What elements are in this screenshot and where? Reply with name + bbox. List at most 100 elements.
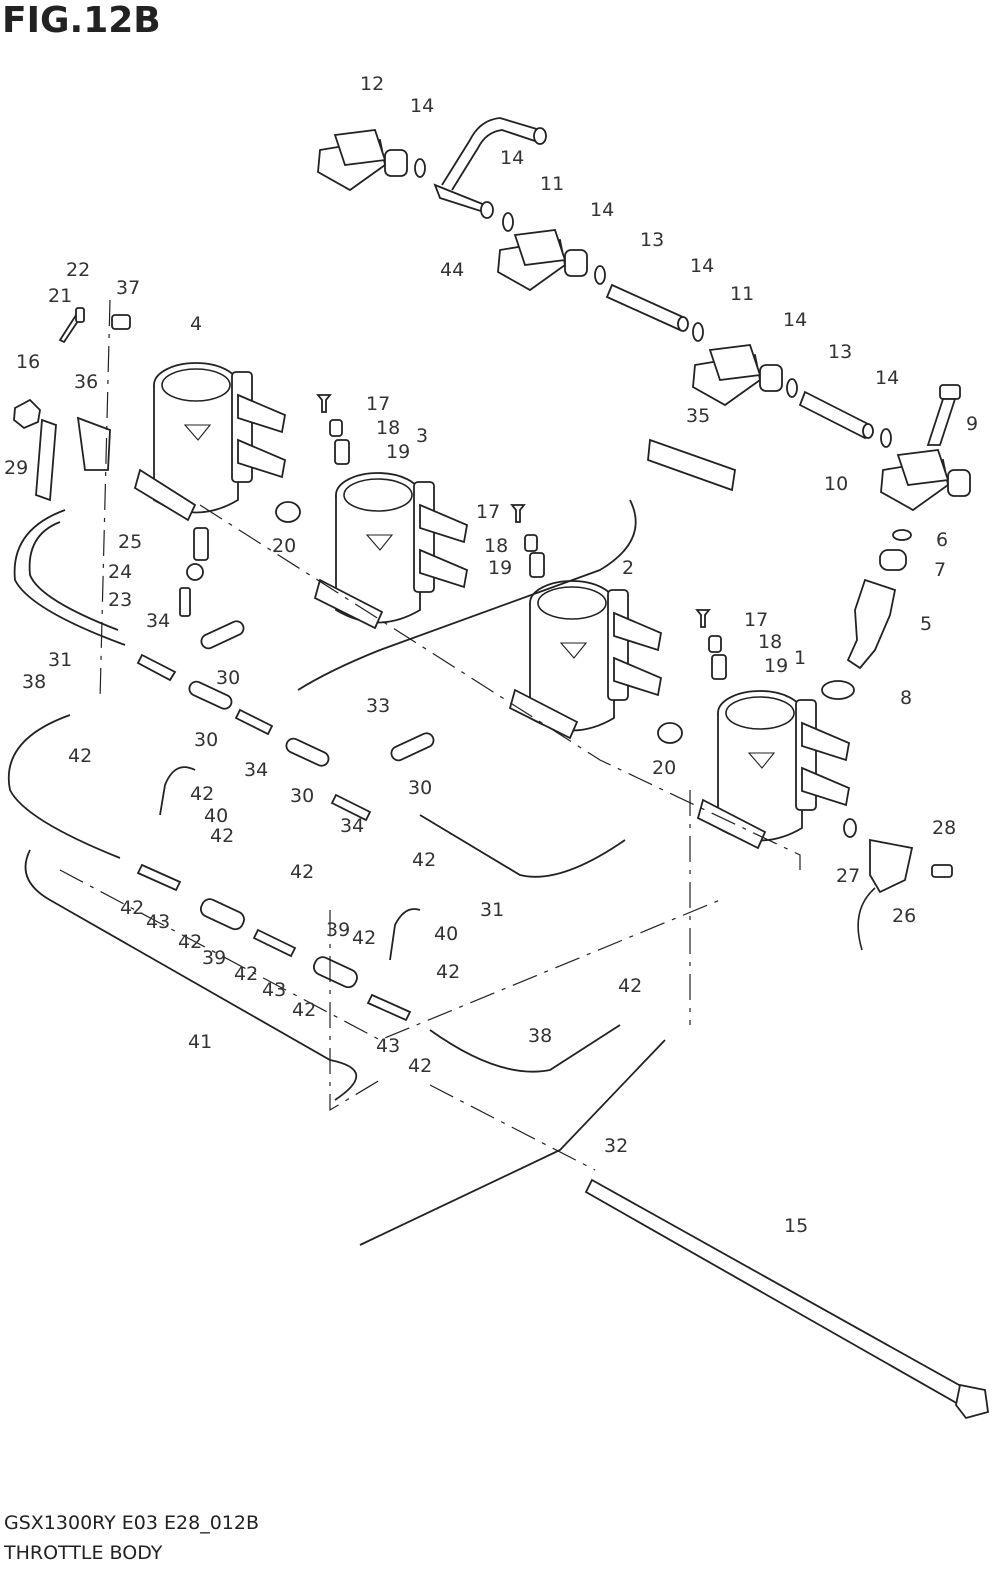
screw-17-a <box>316 394 332 413</box>
fuel-joint-11-b <box>692 344 783 407</box>
callout-13: 13 <box>828 341 852 363</box>
callout-37: 37 <box>116 277 140 299</box>
callout-42: 42 <box>436 961 460 983</box>
nut-16 <box>13 398 41 430</box>
hose-32 <box>359 1039 666 1246</box>
o-ring-14-a <box>414 158 426 178</box>
tee-43-b <box>252 928 297 958</box>
throttle-body-2 <box>508 580 663 740</box>
fuel-joint-11-a <box>497 229 588 292</box>
callout-22: 22 <box>66 259 90 281</box>
throttle-body-4 <box>133 362 287 522</box>
callout-10: 10 <box>824 473 848 495</box>
callout-18: 18 <box>376 417 400 439</box>
bracket-35 <box>647 438 737 492</box>
callout-17: 17 <box>366 393 390 415</box>
hose-33 <box>297 499 637 691</box>
callout-29: 29 <box>4 457 28 479</box>
callout-20: 20 <box>652 757 676 779</box>
callout-9: 9 <box>966 413 978 435</box>
callout-20: 20 <box>272 535 296 557</box>
callout-39: 39 <box>202 947 226 969</box>
callout-19: 19 <box>386 441 410 463</box>
callout-5: 5 <box>920 613 932 635</box>
o-ring-14-e <box>786 378 798 398</box>
figure-title: FIG.12B <box>2 0 161 41</box>
sensor-26 <box>857 838 914 951</box>
callout-17: 17 <box>476 501 500 523</box>
callout-16: 16 <box>16 351 40 373</box>
callout-42: 42 <box>178 931 202 953</box>
callout-39: 39 <box>326 919 350 941</box>
callout-40: 40 <box>434 923 458 945</box>
callout-24: 24 <box>108 561 132 583</box>
rod-15 <box>584 1178 970 1407</box>
callout-6: 6 <box>936 529 948 551</box>
callout-42: 42 <box>292 999 316 1021</box>
hose-41 <box>24 849 358 1101</box>
callout-30: 30 <box>290 785 314 807</box>
callout-38: 38 <box>528 1025 552 1047</box>
tee-34-a <box>136 653 177 682</box>
pipe-30-b <box>188 680 233 710</box>
callout-42: 42 <box>234 963 258 985</box>
screw-23 <box>179 587 191 617</box>
callout-30: 30 <box>194 729 218 751</box>
callout-4: 4 <box>190 313 202 335</box>
hose-31-a <box>13 509 126 646</box>
spring-18-b <box>524 534 538 552</box>
callout-42: 42 <box>408 1055 432 1077</box>
washer-24 <box>186 563 204 581</box>
callout-31: 31 <box>48 649 72 671</box>
spring-22 <box>75 307 85 323</box>
center-line-e <box>329 910 381 1112</box>
callout-43: 43 <box>262 979 286 1001</box>
callout-11: 11 <box>540 173 564 195</box>
bolt-9 <box>926 384 961 446</box>
callout-26: 26 <box>892 905 916 927</box>
fuel-joint-12 <box>317 129 408 192</box>
callout-14: 14 <box>875 367 899 389</box>
screw-37 <box>111 314 131 330</box>
callout-42: 42 <box>190 783 214 805</box>
model-code: GSX1300RY E03 E28_012B <box>4 1512 259 1534</box>
callout-14: 14 <box>690 255 714 277</box>
o-ring-14-b <box>502 212 514 232</box>
callout-38: 38 <box>22 671 46 693</box>
tee-43-a <box>136 863 182 892</box>
callout-33: 33 <box>366 695 390 717</box>
hose-31-b <box>419 814 626 878</box>
callout-14: 14 <box>590 199 614 221</box>
fuel-rail-assembly <box>317 117 971 512</box>
pipe-30-c <box>285 737 330 767</box>
callout-1: 1 <box>794 647 806 669</box>
callout-14: 14 <box>783 309 807 331</box>
callout-11: 11 <box>730 283 754 305</box>
callout-42: 42 <box>68 745 92 767</box>
link-36 <box>76 416 111 471</box>
callout-43: 43 <box>146 911 170 933</box>
hose-38-a <box>7 714 121 859</box>
callout-21: 21 <box>48 285 72 307</box>
callout-30: 30 <box>216 667 240 689</box>
fuel-pipe-13-b <box>798 390 874 440</box>
callout-28: 28 <box>932 817 956 839</box>
callout-42: 42 <box>210 825 234 847</box>
bracket-29 <box>35 418 57 502</box>
center-line-b <box>199 504 801 870</box>
pipe-30-a <box>200 620 245 650</box>
callout-3: 3 <box>416 425 428 447</box>
callout-42: 42 <box>352 927 376 949</box>
tee-43-c <box>366 993 412 1022</box>
throttle-body-3 <box>313 472 469 630</box>
pipe-30-d <box>390 732 435 762</box>
fuel-pipe-44 <box>433 117 547 219</box>
o-ring-14-d <box>692 322 704 342</box>
hose-31-a-inner <box>28 521 119 631</box>
center-line-c <box>59 869 721 1041</box>
callout-42: 42 <box>412 849 436 871</box>
o-ring-14-c <box>594 265 606 285</box>
callout-34: 34 <box>340 815 364 837</box>
callout-15: 15 <box>784 1215 808 1237</box>
o-ring-27 <box>843 818 857 838</box>
